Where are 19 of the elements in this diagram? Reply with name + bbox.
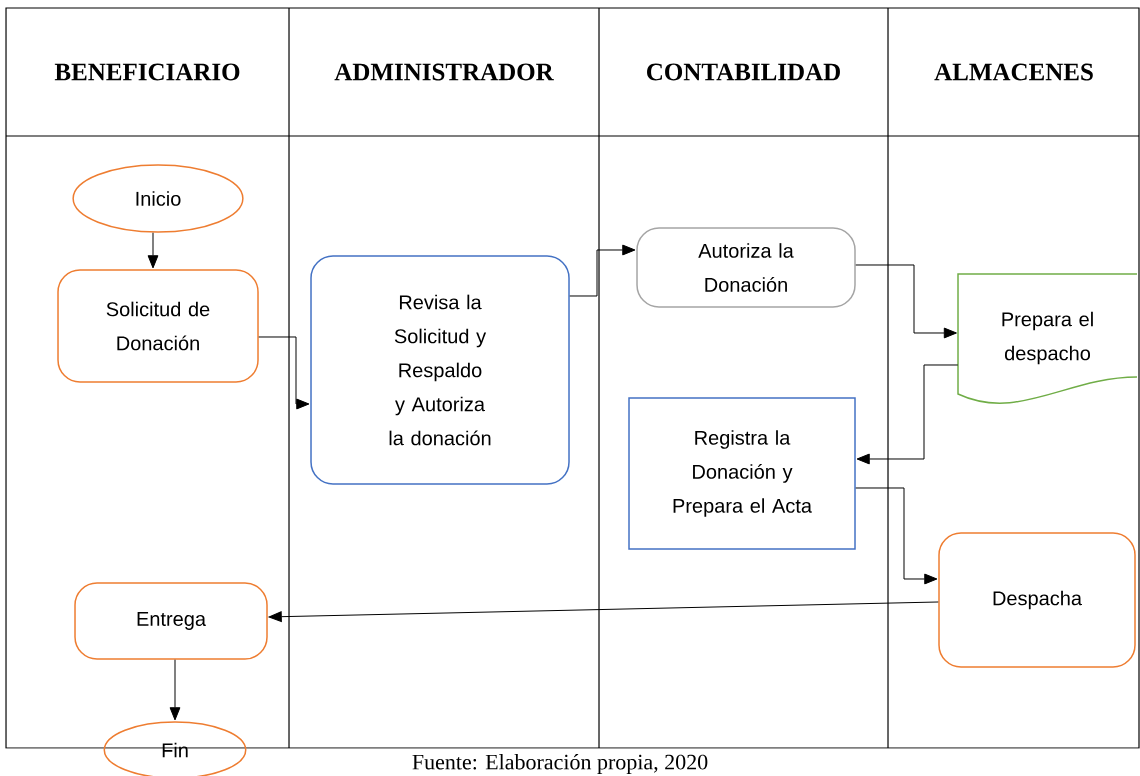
arrow (268, 601, 939, 623)
lane-header: BENEFICIARIO (54, 63, 240, 81)
arrow (147, 232, 159, 269)
arrow (855, 264, 957, 339)
arrow (855, 487, 938, 585)
arrow (169, 659, 181, 721)
process-box: Solicitud de Donación (57, 269, 259, 383)
arrow (856, 364, 959, 465)
lane-header: CONTABILIDAD (647, 63, 840, 81)
lane-header: ALMACENES (934, 63, 1093, 81)
lane-header: ADMINISTRADOR (334, 63, 554, 81)
process-box: Entrega (74, 582, 268, 660)
process-box: Registra la Donación y Prepara el Acta (628, 397, 856, 550)
process-box: Autoriza la Donación (636, 227, 856, 308)
process-box: Revisa la Solicitud y Respaldo y Autoriza la donación (310, 255, 570, 485)
caption: Fuente: Elaboración propia, 2020 (412, 754, 708, 774)
arrow (569, 244, 636, 297)
arrow (258, 336, 310, 410)
process-box: Despacha (938, 532, 1136, 668)
